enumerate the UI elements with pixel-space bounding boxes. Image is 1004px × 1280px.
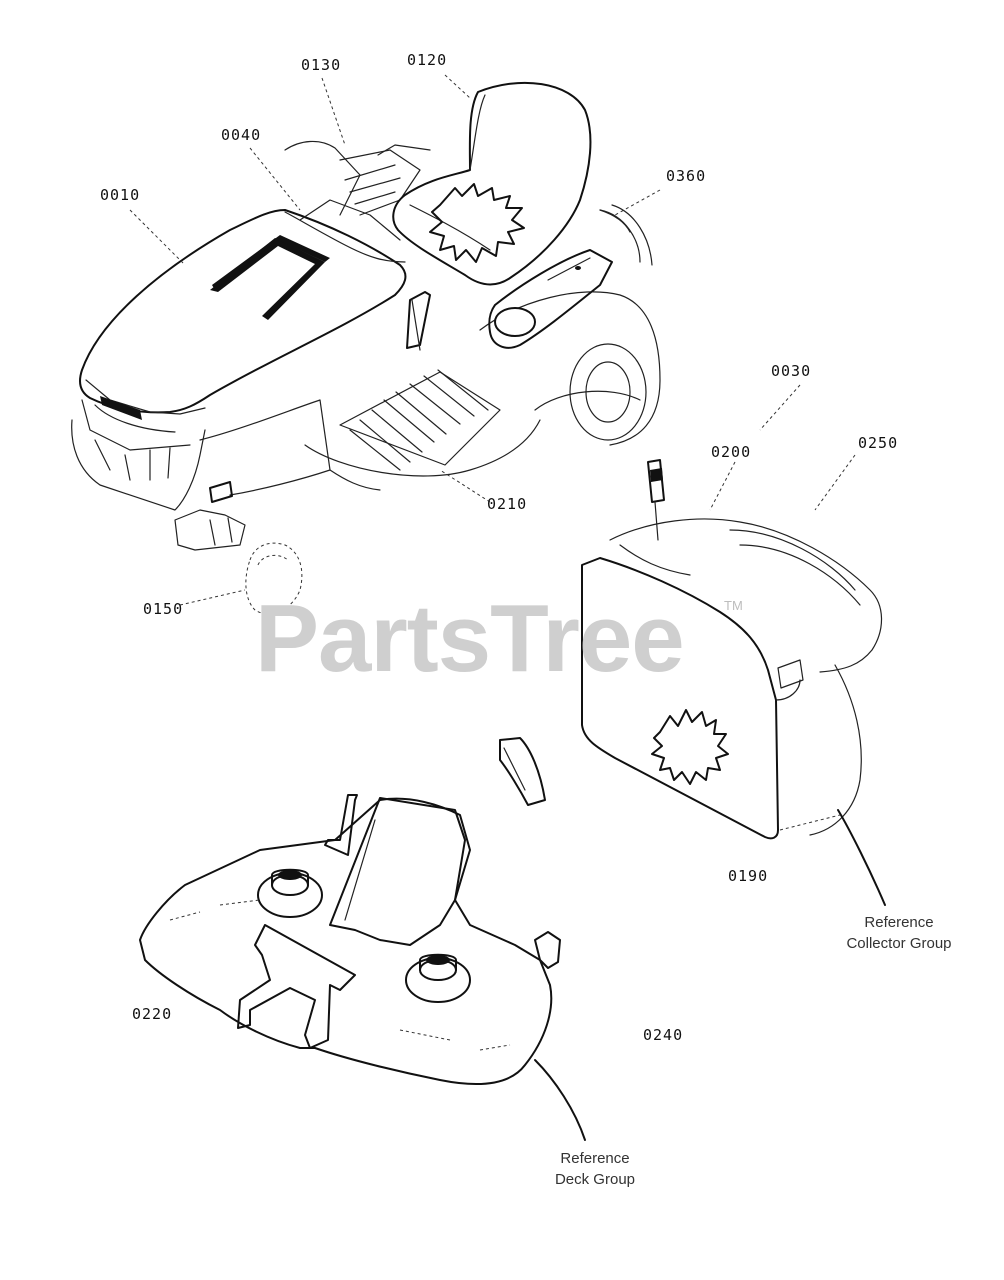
- front-axle-parts: [174, 481, 303, 615]
- leader-lines: [129, 74, 856, 606]
- reference-deck-line1: Reference: [560, 1150, 630, 1167]
- watermark-brand: PartsTree: [255, 585, 685, 692]
- callout-0240[interactable]: 0240: [643, 1026, 684, 1044]
- reference-collector-group[interactable]: Reference Collector Group: [832, 912, 966, 954]
- callout-0130[interactable]: 0130: [301, 56, 342, 74]
- reference-collector-line1: Reference: [864, 914, 934, 931]
- callout-0120[interactable]: 0120: [407, 51, 448, 69]
- callout-0210[interactable]: 0210: [487, 495, 528, 513]
- callout-0040[interactable]: 0040: [221, 126, 262, 144]
- reference-deck-group[interactable]: Reference Deck Group: [535, 1148, 655, 1190]
- reference-deck-line2: Deck Group: [554, 1171, 636, 1188]
- reference-collector-line2: Collector Group: [846, 935, 952, 952]
- callout-0250[interactable]: 0250: [858, 434, 899, 452]
- callout-0220[interactable]: 0220: [132, 1005, 173, 1023]
- collector-assembly: [499, 459, 883, 840]
- callout-0030[interactable]: 0030: [771, 362, 812, 380]
- deck-leader: [534, 1059, 586, 1141]
- watermark-tm: TM: [724, 598, 743, 613]
- deck-assembly: [139, 794, 561, 1086]
- collector-leader: [837, 809, 886, 906]
- tractor-body: [71, 81, 661, 511]
- callout-0150[interactable]: 0150: [143, 600, 184, 618]
- callout-0010[interactable]: 0010: [100, 186, 141, 204]
- callout-0190[interactable]: 0190: [728, 867, 769, 885]
- callout-0200[interactable]: 0200: [711, 443, 752, 461]
- callout-0360[interactable]: 0360: [666, 167, 707, 185]
